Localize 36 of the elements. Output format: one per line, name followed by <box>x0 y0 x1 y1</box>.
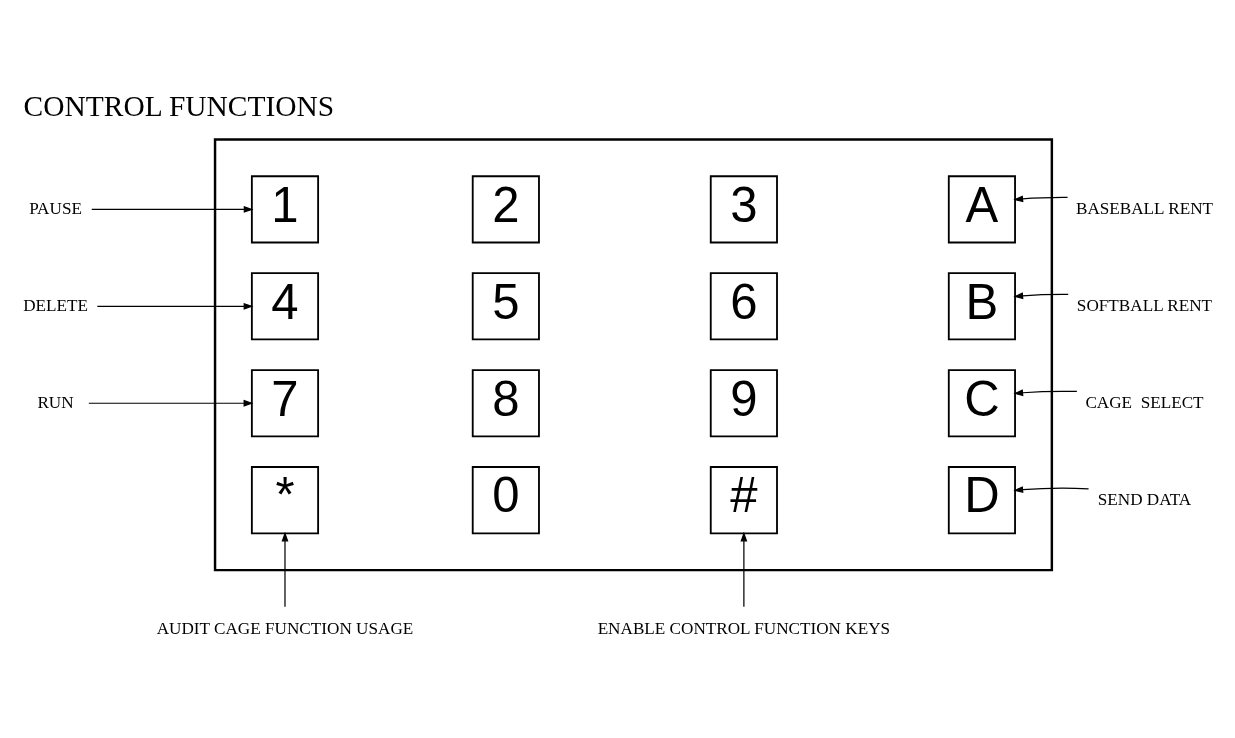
arrow <box>96 302 254 310</box>
node-box: 6 <box>709 271 778 340</box>
arrow <box>281 531 289 607</box>
node-box: 2 <box>471 174 540 243</box>
node-text: PAUSE <box>29 198 82 218</box>
node-box: A <box>947 174 1016 243</box>
node-box: 7 <box>250 368 320 437</box>
arrow <box>91 205 254 213</box>
node-box: * <box>250 465 320 534</box>
node-text: RUN <box>37 392 74 412</box>
node-box: 0 <box>471 465 540 534</box>
arrow <box>1013 485 1090 493</box>
node-box: B <box>947 271 1016 340</box>
node-text: CAGE SELECT <box>1085 392 1204 412</box>
node-text: ENABLE CONTROL FUNCTION KEYS <box>597 618 891 638</box>
arrow <box>1013 194 1069 202</box>
node-box: D <box>947 465 1016 534</box>
node-text: DELETE <box>23 295 88 315</box>
node-box: C <box>947 368 1016 437</box>
node-text: BASEBALL RENT <box>1075 198 1214 218</box>
node-box: 8 <box>471 368 540 437</box>
node-box: 5 <box>471 271 540 340</box>
node-box: 1 <box>250 174 320 243</box>
node-box: # <box>709 465 778 534</box>
node-text: SOFTBALL RENT <box>1076 295 1213 315</box>
diagram-title: CONTROL FUNCTIONS <box>23 89 335 122</box>
node-box: 4 <box>250 271 320 340</box>
arrow <box>1013 291 1069 299</box>
node-text: SEND DATA <box>1097 489 1192 509</box>
arrow <box>1013 388 1078 396</box>
node-box: 9 <box>709 368 778 437</box>
node-text: AUDIT CAGE FUNCTION USAGE <box>156 618 414 638</box>
cluster <box>213 137 1054 571</box>
arrow <box>740 531 748 607</box>
node-box: 3 <box>709 174 778 243</box>
arrow <box>88 399 254 407</box>
